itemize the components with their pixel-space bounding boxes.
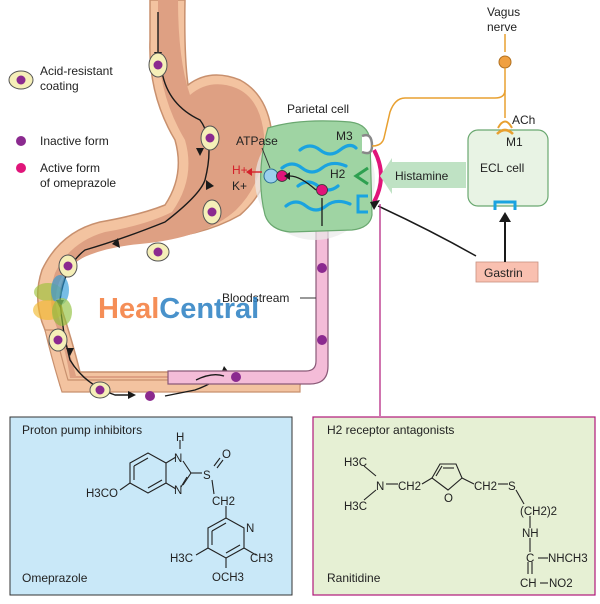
svg-text:H3CO: H3CO [86, 488, 118, 500]
svg-text:O: O [222, 449, 231, 461]
ranitidine-atoms: H3C N CH2 H3C O CH2 S (CH2)2 NH C NHCH3 … [344, 457, 588, 590]
vagus-nerve [371, 34, 513, 147]
capsule [58, 254, 78, 278]
h2-receptor [353, 166, 369, 186]
gastrin-to-parietal-arrowhead [370, 200, 380, 210]
stomach-lumen [50, 0, 301, 378]
h2-antagonist-panel: H2 receptor antagonists Ranitidine H3C N… [312, 416, 596, 596]
svg-text:NH: NH [522, 528, 539, 540]
m1-label: M1 [506, 135, 523, 149]
ranitidine-structure [363, 463, 548, 584]
duodenum [44, 329, 301, 393]
svg-text:CH2: CH2 [474, 481, 497, 493]
capsule [89, 381, 111, 399]
svg-text:CH2: CH2 [398, 481, 421, 493]
svg-text:H3C: H3C [344, 457, 367, 469]
capsule [200, 125, 220, 151]
legend-coating-line2: coating [40, 79, 79, 93]
svg-text:S: S [203, 470, 211, 482]
parietal-cell-label: Parietal cell [287, 102, 349, 116]
watermark-central: Central [159, 293, 259, 325]
svg-text:N: N [246, 523, 254, 535]
kplus-label: K+ [232, 179, 247, 193]
inactive-drug-dot [145, 391, 155, 401]
atpase-leader [261, 147, 271, 169]
legend-active-line2: of omeprazole [40, 176, 116, 190]
watermark-heal: Heal [98, 293, 159, 325]
healcentral-watermark: HealCentral [33, 275, 259, 326]
svg-text:OCH3: OCH3 [212, 572, 244, 584]
svg-text:CH3: CH3 [250, 553, 273, 565]
svg-text:H3C: H3C [170, 553, 193, 565]
h-efflux-arrowhead [246, 168, 252, 176]
omeprazole-structure [119, 440, 257, 568]
gastrin-label: Gastrin [484, 266, 523, 280]
proton-pump [263, 168, 279, 184]
h2-panel-title: H2 receptor antagonists [327, 423, 454, 437]
vagus-label-line2: nerve [487, 20, 517, 34]
svg-text:O: O [444, 493, 453, 505]
capsule [48, 328, 68, 352]
gastrin-receptor [356, 194, 368, 214]
legend-active-line1: Active form [40, 161, 100, 175]
ach-label: ACh [512, 113, 535, 127]
bloodstream-drug-dots [231, 263, 327, 382]
svg-text:N: N [174, 453, 182, 465]
drug-to-pump-arrowhead [284, 172, 290, 180]
h2-blocker-arc [372, 149, 383, 203]
svg-text:N: N [174, 485, 182, 497]
svg-text:H3C: H3C [344, 501, 367, 513]
omeprazole-atoms: H N N S O CH2 H3CO N H3C CH3 OCH3 [86, 432, 273, 584]
legend-coating-line1: Acid-resistant [40, 64, 113, 78]
drug-to-pump-arrow [289, 175, 317, 191]
m3-receptor [361, 133, 374, 155]
h2-panel-drug-name: Ranitidine [327, 571, 381, 585]
svg-text:NHCH3: NHCH3 [548, 553, 588, 565]
svg-text:N: N [376, 481, 384, 493]
legend-inactive-label: Inactive form [40, 134, 109, 148]
legend-active-icon [16, 163, 26, 173]
capsule [148, 52, 168, 78]
svg-text:H: H [176, 432, 184, 444]
svg-text:C: C [526, 553, 534, 565]
m3-label: M3 [336, 129, 353, 143]
inactive-drug-in-cell [316, 184, 328, 196]
vagus-label-line1: Vagus [487, 5, 520, 19]
gastrin-to-parietal-arrow [377, 205, 477, 257]
absorption-arrow [195, 374, 225, 381]
bloodstream-label: Bloodstream [222, 291, 289, 305]
svg-text:S: S [508, 481, 516, 493]
capsule [202, 199, 222, 225]
legend: Acid-resistant coating Inactive form Act… [8, 64, 116, 190]
h2-label: H2 [330, 167, 346, 181]
gastrin-to-ecl-arrowhead [499, 212, 511, 222]
svg-text:NO2: NO2 [549, 578, 573, 590]
histamine-label: Histamine [395, 169, 449, 183]
svg-text:(CH2)2: (CH2)2 [520, 506, 557, 518]
capsules [48, 52, 222, 399]
ppi-title: Proton pump inhibitors [22, 423, 142, 437]
gastrin-box [475, 261, 539, 283]
m1-receptor [496, 128, 514, 135]
watermark-logo [33, 275, 72, 326]
histamine-arrow [380, 158, 466, 194]
ppi-panel: Proton pump inhibitors Omeprazole [9, 416, 293, 596]
hplus-label: H+ [232, 163, 248, 177]
legend-inactive-icon [16, 136, 26, 146]
atpase-label: ATPase [236, 134, 278, 148]
ecl-cell-label: ECL cell [480, 161, 524, 175]
svg-text:HealCentral: HealCentral [98, 293, 259, 325]
svg-text:CH2: CH2 [212, 496, 235, 508]
ecl-gastrin-receptor [493, 200, 517, 210]
svg-text:CH: CH [520, 578, 537, 590]
capsule [146, 242, 170, 262]
ppi-drug-name: Omeprazole [22, 571, 88, 585]
